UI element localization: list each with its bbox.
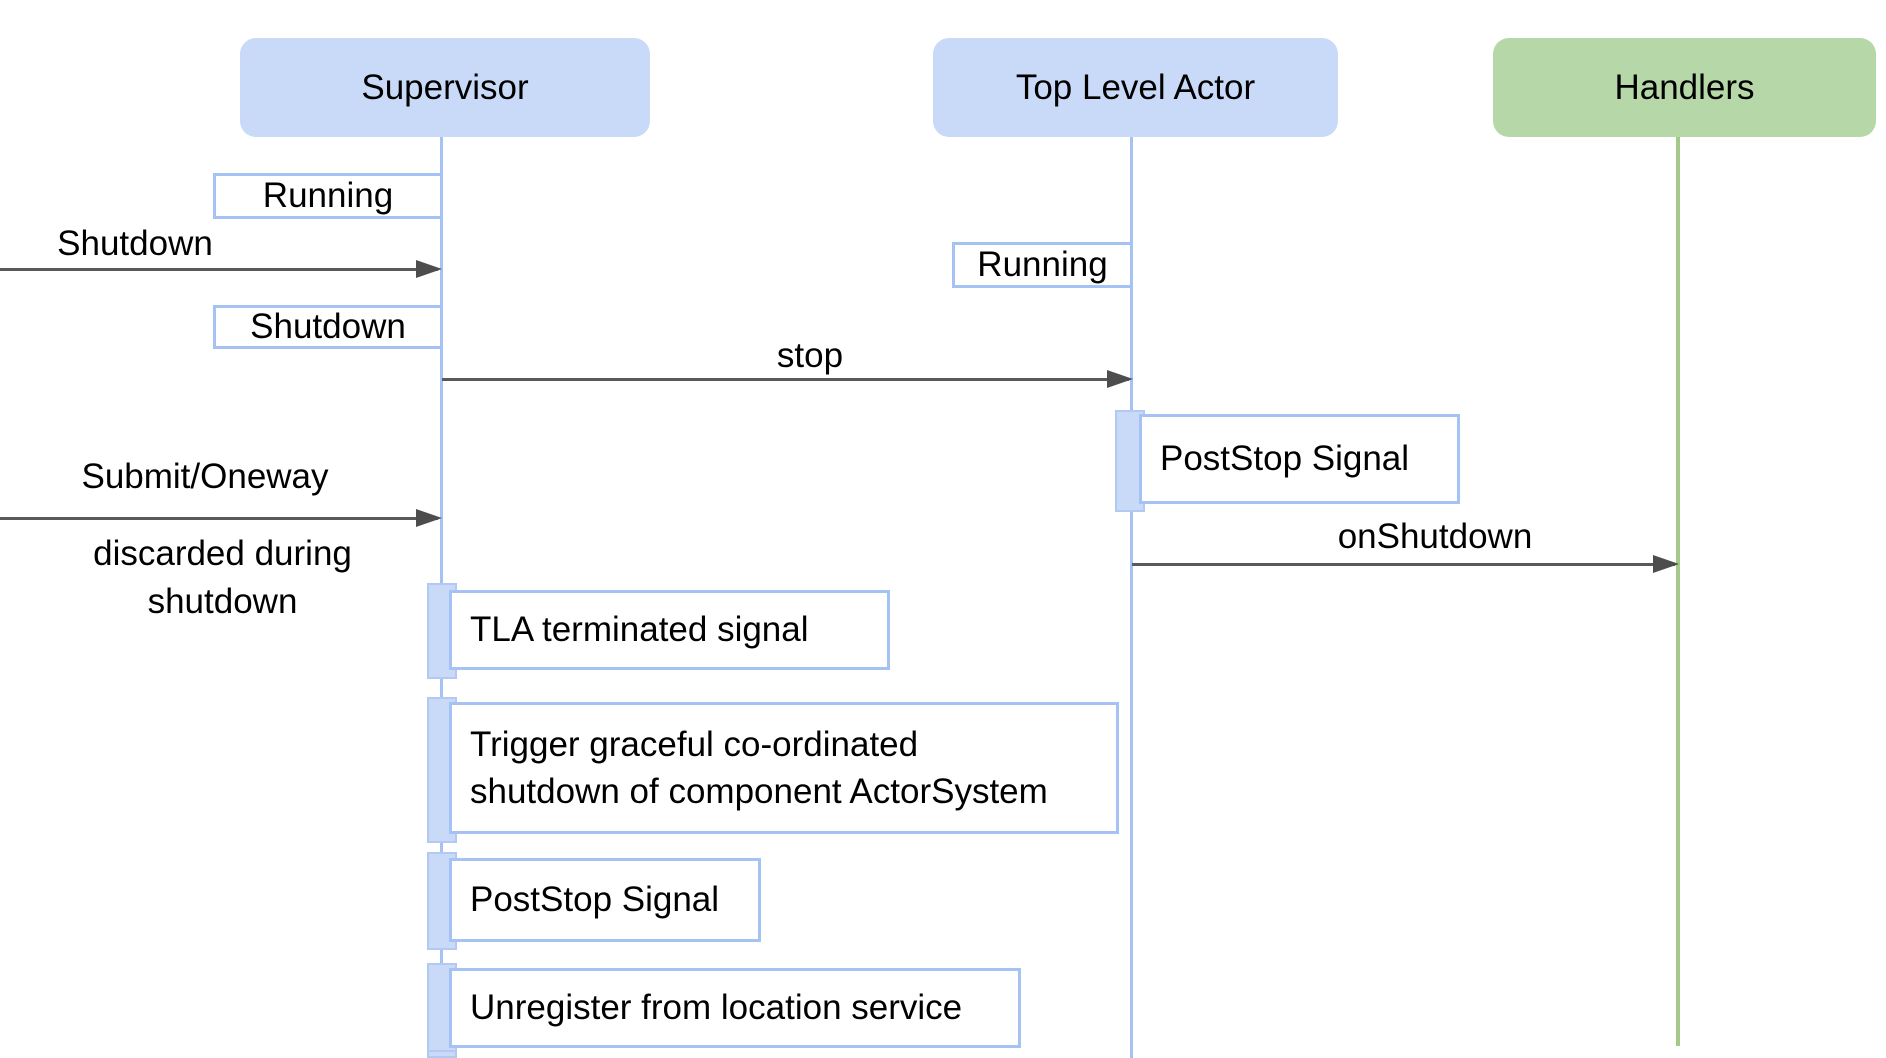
message-label-submit-oneway: Submit/Oneway — [81, 457, 329, 496]
state-label-tla-terminated-signal: TLA terminated signal — [470, 610, 809, 649]
state-box-trigger-graceful-shutdown: Trigger graceful co-ordinated shutdown o… — [449, 702, 1119, 834]
state-box-unregister-location-service: Unregister from location service — [449, 968, 1021, 1048]
state-label-tla-poststop-signal: PostStop Signal — [1160, 439, 1410, 478]
arrowhead-icon — [1107, 370, 1133, 388]
actor-box-supervisor: Supervisor — [240, 38, 650, 137]
message-arrow-stop — [442, 370, 1133, 388]
note-discarded-during-shutdown: discarded during shutdown — [93, 534, 352, 621]
message-label-onshutdown: onShutdown — [1337, 517, 1533, 556]
state-box-supervisor-shutdown: Shutdown — [213, 305, 443, 349]
message-label-stop: stop — [776, 336, 844, 375]
arrowhead-icon — [416, 260, 442, 278]
actor-box-handlers: Handlers — [1493, 38, 1876, 137]
state-label-supervisor-poststop-signal: PostStop Signal — [470, 880, 720, 919]
state-box-supervisor-running: Running — [213, 173, 443, 219]
message-label-shutdown: Shutdown — [57, 224, 213, 263]
state-box-supervisor-poststop-signal: PostStop Signal — [449, 858, 761, 942]
arrowhead-icon — [1653, 555, 1679, 573]
message-arrow-onshutdown — [1132, 555, 1679, 573]
state-box-tla-poststop-signal: PostStop Signal — [1139, 414, 1460, 504]
state-label-supervisor-running: Running — [262, 176, 394, 215]
message-arrow-submit-oneway — [0, 509, 442, 527]
actor-label-top-level-actor: Top Level Actor — [1015, 67, 1256, 107]
actor-label-handlers: Handlers — [1614, 67, 1755, 107]
state-label-supervisor-shutdown: Shutdown — [250, 307, 406, 346]
arrow-shaft — [442, 378, 1129, 381]
actor-label-supervisor: Supervisor — [361, 67, 529, 107]
lifeline-handlers — [1676, 137, 1680, 1046]
arrow-shaft — [0, 268, 438, 271]
lifeline-top-level-actor — [1130, 137, 1133, 1058]
arrow-shaft — [1132, 563, 1675, 566]
state-label-tla-running: Running — [977, 245, 1108, 284]
state-label-unregister-location-service: Unregister from location service — [470, 988, 963, 1027]
message-arrow-shutdown — [0, 260, 442, 278]
activation-bar-bottom-partial — [427, 1050, 457, 1058]
state-box-tla-terminated-signal: TLA terminated signal — [449, 590, 890, 670]
state-box-tla-running: Running — [952, 242, 1133, 288]
arrowhead-icon — [416, 509, 442, 527]
actor-box-top-level-actor: Top Level Actor — [933, 38, 1338, 137]
arrow-shaft — [0, 517, 438, 520]
state-label-trigger-graceful-shutdown: Trigger graceful co-ordinated shutdown o… — [470, 725, 1048, 811]
